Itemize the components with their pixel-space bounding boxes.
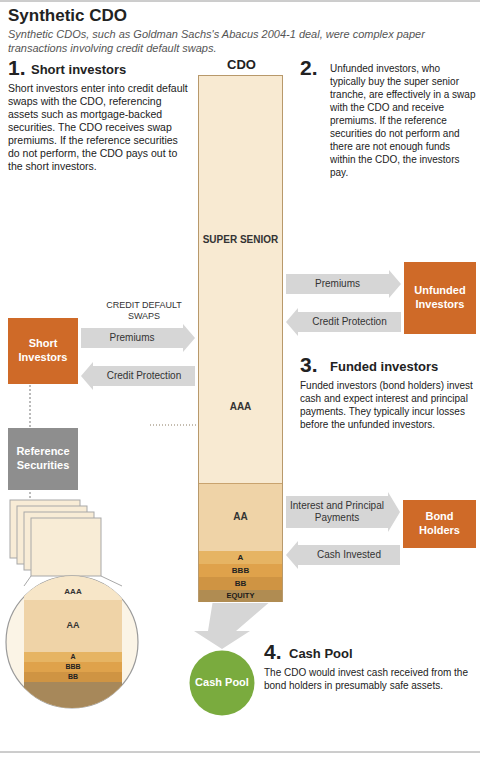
node-label: A [235, 553, 247, 563]
magnifier-clip: AAAAAABBBBB [6, 576, 138, 708]
connector [286, 270, 401, 298]
top-rule [0, 1, 480, 2]
fat-arrow [81, 324, 195, 352]
fat-arrow [286, 541, 400, 569]
flow-arrow [194, 603, 269, 649]
entity-box: Unfunded Investors [404, 262, 476, 334]
title: Synthetic CDO [8, 6, 127, 26]
tranche-band: BB [24, 672, 122, 682]
node-label: AAA [227, 401, 255, 414]
node-label: BBB [229, 566, 252, 576]
tranche-band: A [199, 551, 282, 564]
fat-arrow [81, 362, 195, 390]
node-label: Short Investors [8, 337, 78, 365]
connector [286, 308, 401, 336]
node-label: AA [64, 620, 83, 631]
node-label: Bond Holders [403, 510, 476, 538]
entity-box: Reference Securities [8, 428, 78, 490]
edge-label: Interest and Principal Payments [289, 500, 385, 524]
node-label: BB [65, 673, 81, 682]
node-label: AA [230, 511, 250, 524]
node-label: Unfunded Investors [404, 284, 476, 312]
node-label: A [67, 653, 78, 662]
text-label: CREDIT DEFAULT SWAPS [92, 300, 196, 322]
caption: Synthetic CDOs, such as Goldman Sachs's … [8, 27, 470, 55]
tranche-band: AAA [24, 584, 122, 600]
edge-label: Premiums [84, 332, 180, 344]
tranche-band: EQUITY [199, 590, 282, 602]
entity-box: Bond Holders [403, 500, 476, 548]
tranche-band: AA [199, 483, 282, 551]
text-label: 1. [8, 56, 26, 80]
node-label: BB [232, 579, 250, 589]
text-label: Unfunded investors, who typically buy th… [330, 62, 478, 179]
text-label: Short investors [31, 62, 126, 77]
tranche-band: SUPER SENIOR [199, 76, 282, 331]
node-label: Cash Pool [192, 676, 252, 690]
node-label: BBB [62, 663, 83, 672]
text-label: 2. [300, 56, 318, 80]
text-label: The CDO would invest cash received from … [264, 666, 474, 692]
fat-arrow [286, 270, 401, 298]
fat-arrow [286, 492, 400, 532]
text-label: 4. [264, 640, 282, 664]
connector [30, 385, 31, 427]
text-label: Short investors enter into credit defaul… [8, 82, 192, 173]
cash-pool-circle: Cash Pool [189, 650, 255, 716]
text-label: Funded investors (bond holders) invest c… [300, 379, 476, 431]
paper-stack [10, 500, 101, 576]
node-label: SUPER SENIOR [200, 234, 282, 247]
tranche-band: AAA [199, 331, 282, 483]
tranche-band: BBB [199, 564, 282, 577]
text-label: Funded investors [330, 359, 438, 374]
tranche-band: AA [24, 600, 122, 652]
connector [286, 541, 400, 569]
column-heading: CDO [189, 57, 294, 72]
edge-label: Credit Protection [96, 370, 192, 382]
connector [81, 362, 195, 390]
text-label: 3. [300, 353, 318, 377]
bottom-rule [0, 752, 480, 753]
tranche-band: A [24, 652, 122, 662]
node-label: AAA [61, 587, 84, 597]
node-label: EQUITY [224, 591, 258, 600]
edge-label: Premiums [289, 278, 386, 290]
fat-arrow [286, 308, 401, 336]
tranche-band: BBB [24, 662, 122, 672]
circle-fill [190, 651, 255, 716]
dotted-link [30, 385, 31, 427]
text-label: Cash Pool [289, 646, 353, 661]
entity-box: Short Investors [8, 318, 78, 384]
edge-label: Credit Protection [301, 316, 398, 328]
cdo-column: CDOSUPER SENIORAAAAAABBBBBEQUITY [198, 75, 283, 602]
connector [194, 603, 269, 649]
node-label: Reference Securities [8, 445, 78, 473]
edge-label: Cash Invested [301, 549, 397, 561]
card-base-band [24, 682, 122, 708]
tranche-band: BB [199, 577, 282, 590]
connector [81, 324, 195, 352]
connector [286, 492, 400, 532]
